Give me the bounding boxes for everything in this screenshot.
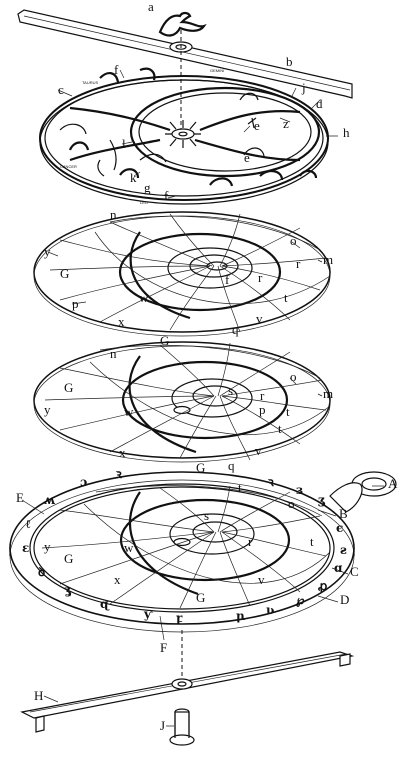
label-p1-t: t [284,290,288,305]
pin [169,708,195,746]
limb-glyph-9: ʋ [266,603,274,617]
label-f-2: f [164,188,169,203]
label-A: A [388,476,398,491]
label-p1-G2: G [160,333,169,348]
label-p2-q: q [228,458,235,473]
label-B: B [339,506,348,521]
label-p1-n: n [110,207,117,222]
label-d: d [316,96,323,111]
limb-glyph-18: ʍ [44,493,56,507]
limb-glyph-5: ƨ [340,543,347,557]
label-p1-r2: r [296,256,301,271]
label-mater-r: r [248,534,253,549]
label-p1-x: x [118,314,125,329]
limb-glyph-11: ꝼ [176,611,183,625]
rete-ring-text-4: LEO [140,200,148,205]
limb-glyph-16: ɛ [22,541,29,555]
label-E: E [16,490,24,505]
labels: a b c d e e f f g h j k l z n y G G p w … [16,0,398,733]
limb-glyph-17: ℓ [25,517,31,531]
label-mater-o: o [288,496,295,511]
label-mater-w: w [124,540,134,555]
limb-glyph-8: ℘ [296,593,305,607]
plate-2 [33,341,331,463]
limb-glyph-3: ʒ [318,493,326,507]
label-p2-t2: t [278,421,282,436]
label-p1-y: y [44,244,51,259]
rete-ring-text-2: GEMINI [210,68,224,73]
label-D: D [340,592,349,607]
label-mater-y: y [44,539,51,554]
label-p2-w: w [124,404,134,419]
label-F: F [160,640,167,655]
label-mater-v: v [258,572,265,587]
label-h: h [343,125,350,140]
label-e-1: e [254,118,260,133]
limb-glyph-7: ꝓ [318,579,327,593]
limb-glyph-12: ƴ [143,607,153,621]
label-p1-q: q [232,322,239,337]
limb-glyph-19: ɔ [80,475,87,489]
label-p1-f: f [225,272,230,287]
label-j: j [301,80,306,95]
leader-lines [21,69,384,727]
rete-ring-text-3: CANCER [60,164,77,169]
limb-glyph-15: ꝺ [38,565,45,579]
plate-1 [33,211,331,337]
rete: TAURUS GEMINI CANCER LEO [39,67,329,205]
label-p1-v: v [256,311,263,326]
mater: ꝛ ɜ ʒ ϵ ƨ ɑ ꝓ ℘ ʋ ꞃ ꝼ ƴ ɋ ʓ ꝺ ɛ ℓ ʍ ɔ ꝛ [9,467,397,676]
limb-glyph-1: ꝛ [267,475,275,489]
limb-glyph-13: ɋ [100,597,110,611]
label-p2-s: s [228,383,233,398]
label-e-2: e [244,150,250,165]
label-mater-t2: t [310,534,314,549]
label-g-1: g [144,180,151,195]
label-p2-t1: t [286,404,290,419]
label-f-1: f [114,62,119,77]
rule-top [17,9,353,134]
limb-glyphs: ꝛ ɜ ʒ ϵ ƨ ɑ ꝓ ℘ ʋ ꞃ ꝼ ƴ ɋ ʓ ꝺ ɛ ℓ ʍ ɔ ꝛ [22,467,347,625]
label-k: k [130,170,137,185]
label-z: z [283,116,289,131]
rete-ring-text-1: TAURUS [82,80,98,85]
limb-glyph-20: ꝛ [115,467,123,481]
label-p2-G1: G [64,380,73,395]
label-p1-m: m [323,252,333,267]
label-J: J [160,718,165,733]
label-mater-G1: G [64,551,73,566]
label-mater-t1: t [238,480,242,495]
limb-glyph-4: ϵ [336,521,343,535]
label-p1-w: w [139,290,149,305]
label-p2-y: y [44,402,51,417]
label-p1-o: o [290,233,297,248]
label-p2-n: n [110,346,117,361]
limb-glyph-14: ʓ [64,583,72,597]
label-p1-G1: G [60,266,69,281]
label-p2-r: r [260,388,265,403]
label-mater-s: s [204,508,209,523]
label-a: a [148,0,154,14]
label-H: H [34,688,43,703]
label-p2-p: p [259,402,266,417]
label-mater-x: x [114,572,121,587]
label-p2-x: x [119,445,126,460]
label-C: C [350,564,359,579]
label-c: c [58,82,64,97]
limb-glyph-10: ꞃ [236,609,245,623]
label-p2-m: m [323,386,333,401]
limb-glyph-6: ɑ [334,561,343,575]
label-mater-G2: G [196,590,205,605]
label-p1-r1: r [258,270,263,285]
label-p2-o: o [290,369,297,384]
limb-glyph-2: ɜ [296,483,303,497]
alidade-bottom [20,651,355,733]
label-p2-G2: G [196,460,205,475]
label-b: b [286,54,293,69]
label-p2-v: v [255,443,262,458]
